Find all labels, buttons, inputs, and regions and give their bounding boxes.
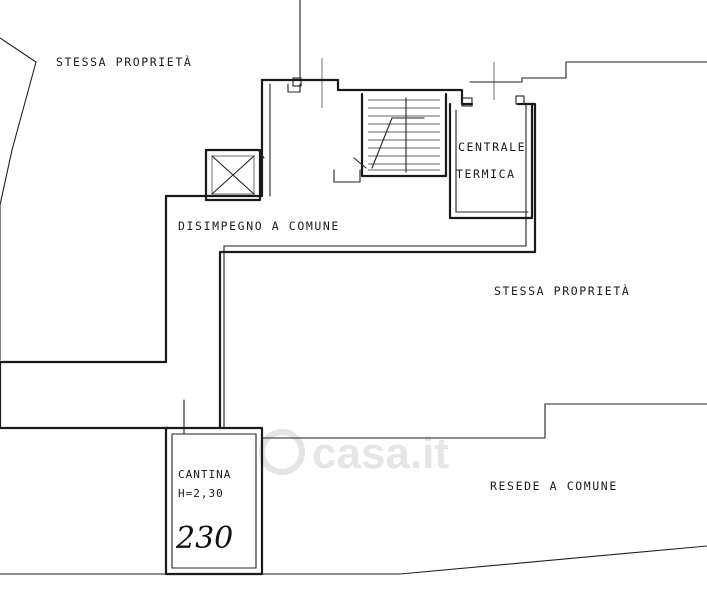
centrale-label-line2: TERMICA — [456, 167, 516, 181]
watermark-text: casa.it — [312, 429, 449, 478]
left-boundary — [0, 37, 37, 361]
lower-boundary — [261, 403, 707, 439]
corridor-inner-outline — [218, 102, 537, 430]
centrale-termica-room: CENTRALE TERMICA — [448, 102, 534, 220]
door-jamb — [287, 83, 301, 93]
centrale-label-line1: CENTRALE — [458, 140, 526, 154]
column-mark — [461, 97, 473, 107]
shaft — [204, 148, 265, 202]
cantina-label: CANTINA — [178, 468, 231, 481]
watermark: casa.it — [259, 429, 449, 478]
cantina-room: CANTINA H=2,30 230 — [164, 399, 264, 576]
cantina-height: H=2,30 — [178, 487, 224, 500]
right-corridor-edge — [223, 103, 527, 429]
staircase — [333, 92, 448, 183]
top-wall — [260, 78, 474, 106]
disimpegno-label: DISIMPEGNO A COMUNE — [178, 219, 340, 233]
stessa-proprieta-top-label: STESSA PROPRIETÀ — [56, 54, 192, 69]
column-mark — [515, 95, 525, 105]
stessa-proprieta-right-label: STESSA PROPRIETÀ — [494, 283, 630, 298]
bottom-boundary — [0, 545, 707, 575]
right-upper-boundary — [469, 61, 707, 83]
corridor-outline — [0, 78, 264, 430]
resede-label: RESEDE A COMUNE — [490, 479, 618, 493]
cantina-number: 230 — [175, 521, 233, 556]
column-mark — [292, 77, 302, 87]
